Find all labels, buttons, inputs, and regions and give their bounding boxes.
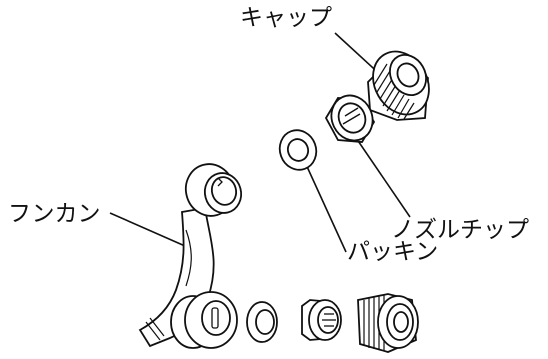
bottom-nozzle-tip-part [302,300,341,340]
nozzle-tip-leader-line [352,132,410,217]
packing-leader-line [304,160,346,252]
packing-label: パッキン [347,241,438,264]
bottom-packing-part [247,302,277,342]
cap-part [362,41,440,124]
funkan-leader-line [110,213,185,246]
bottom-cap-part [358,294,418,352]
funkan-label: フンカン [8,203,100,226]
packing-part [274,125,322,175]
cap-label: キャップ [240,7,332,30]
bottom-body-part [171,292,237,348]
